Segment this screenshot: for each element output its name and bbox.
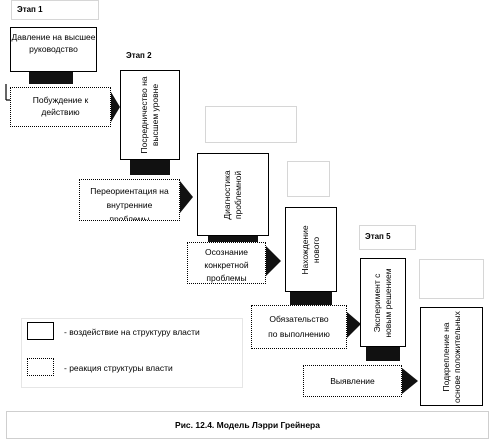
empty-placeholder-box — [287, 161, 330, 197]
stage-5-text: Этап 5 — [365, 232, 391, 241]
box-pressure-text: Давление на высшее руководство — [11, 32, 96, 54]
figure-caption: Рис. 12.4. Модель Лэрри Грейнера — [175, 420, 320, 430]
reaction-awareness: Осознание конкретной проблемы — [187, 242, 266, 284]
reaction-reorientation-text: Переориентация на внутренние проблемы — [90, 186, 169, 221]
box-pressure-on-top-management: Давление на высшее руководство — [10, 27, 97, 72]
black-connector-bar — [366, 347, 400, 361]
box-diagnosis-text: Диагностика проблемной — [222, 169, 243, 220]
reaction-identification: Выявление — [303, 365, 402, 397]
empty-placeholder-box — [205, 106, 297, 143]
reaction-commitment-text: Обязательство по выполнению — [268, 314, 330, 339]
arrow-right-icon — [111, 92, 120, 122]
black-connector-bar — [130, 160, 170, 175]
empty-placeholder-box — [419, 259, 484, 299]
legend-solid-swatch — [27, 322, 54, 340]
figure-caption-box: Рис. 12.4. Модель Лэрри Грейнера — [6, 411, 489, 439]
legend-dotted-swatch — [27, 358, 54, 376]
stage-5-label: Этап 5 — [359, 225, 416, 250]
box-reinforcement: Подкрепление на основе положительных — [420, 307, 483, 406]
legend-impact-label: - воздействие на структуру власти — [64, 327, 200, 337]
stage-2-label: Этап 2 — [126, 51, 152, 60]
box-experiment-new-solution: Эксперимент с новым решением — [360, 258, 406, 347]
arrow-right-icon — [347, 312, 361, 338]
stage-1-label: Этап 1 — [11, 0, 99, 20]
legend-reaction-label: - реакция структуры власти — [64, 363, 173, 373]
box-discovery-text: Нахождение нового — [300, 224, 321, 275]
stage-1-text: Этап 1 — [17, 5, 43, 14]
box-reinforcement-text: Подкрепление на основе положительных — [440, 310, 462, 403]
box-problem-diagnosis: Диагностика проблемной — [197, 153, 269, 236]
arrow-right-icon — [180, 181, 193, 213]
reaction-motivation-text: Побуждение к действию — [32, 95, 89, 117]
reaction-motivation: Побуждение к действию — [10, 87, 111, 127]
stage-2-text: Этап 2 — [126, 51, 152, 60]
reaction-identification-text: Выявление — [330, 376, 375, 386]
legend-panel — [21, 318, 243, 388]
arrow-right-icon — [402, 368, 418, 394]
black-connector-bar — [29, 72, 73, 84]
box-experiment-text: Эксперимент с новым решением — [372, 267, 393, 338]
box-mediation-text: Посредничество на высшем уровне — [139, 76, 160, 154]
box-top-level-mediation: Посредничество на высшем уровне — [120, 70, 180, 160]
reaction-commitment: Обязательство по выполнению — [251, 305, 347, 349]
reaction-awareness-text: Осознание конкретной проблемы — [204, 247, 249, 283]
box-discovery-of-new: Нахождение нового — [285, 207, 337, 292]
black-connector-bar — [208, 236, 258, 244]
arrow-right-icon — [266, 246, 281, 276]
black-connector-bar — [290, 292, 332, 305]
reaction-reorientation: Переориентация на внутренние проблемы — [79, 179, 180, 221]
